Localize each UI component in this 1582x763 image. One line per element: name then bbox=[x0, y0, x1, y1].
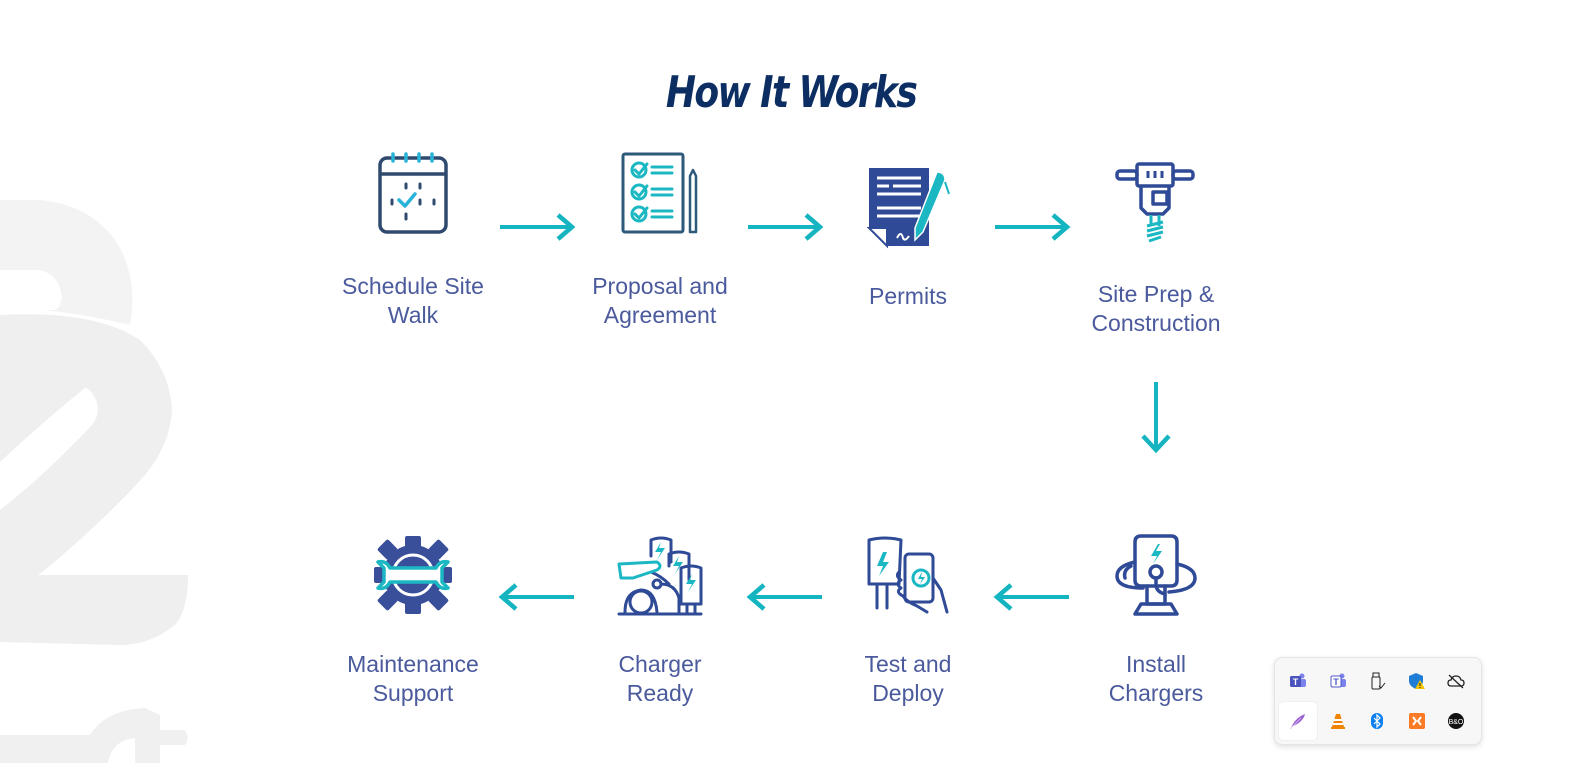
charger-install-icon bbox=[1115, 534, 1197, 616]
bluetooth-icon bbox=[1371, 713, 1383, 729]
jackhammer-icon bbox=[1115, 162, 1195, 243]
bang-olufsen-icon: B&O bbox=[1448, 713, 1464, 729]
arrow-right-icon bbox=[995, 213, 1071, 241]
step-schedule-site-walk: Schedule Site Walk bbox=[313, 150, 513, 330]
arrow-right-icon bbox=[748, 213, 824, 241]
calendar-check-icon bbox=[378, 152, 448, 234]
step-label-line2: Construction bbox=[1091, 310, 1221, 336]
checklist-icon bbox=[621, 152, 698, 234]
vlc-icon bbox=[1330, 714, 1345, 729]
arrow-right-icon bbox=[500, 213, 576, 241]
step-proposal-agreement: Proposal and Agreement bbox=[560, 150, 760, 330]
tray-item-feather[interactable] bbox=[1279, 702, 1317, 740]
tray-item-xampp[interactable] bbox=[1398, 702, 1436, 740]
tray-item-usb[interactable] bbox=[1358, 662, 1396, 700]
step-permits: Permits bbox=[808, 164, 1008, 311]
step-site-prep-construction: Site Prep & Construction bbox=[1056, 158, 1256, 338]
ev-charging-station-icon bbox=[617, 536, 703, 616]
step-label-line2: Walk bbox=[387, 302, 439, 328]
step-label-line1: Charger bbox=[618, 651, 702, 677]
step-label-line1: Maintenance bbox=[347, 651, 479, 677]
step-label-line2: Ready bbox=[626, 680, 694, 706]
arrow-down-icon bbox=[1141, 382, 1171, 454]
onedrive-offline-icon bbox=[1447, 674, 1465, 689]
tray-item-vlc[interactable] bbox=[1319, 702, 1357, 740]
step-install-chargers: Install Chargers bbox=[1056, 532, 1256, 708]
page-title: How It Works bbox=[665, 67, 918, 119]
step-maintenance-support: Maintenance Support bbox=[313, 532, 513, 708]
feather-pen-icon bbox=[1289, 714, 1305, 730]
step-label-line1: Proposal and bbox=[592, 273, 728, 299]
arrow-left-icon bbox=[746, 583, 822, 611]
tray-item-teams[interactable]: T bbox=[1279, 662, 1317, 700]
system-tray-overflow: T T B&O bbox=[1274, 657, 1482, 745]
background-watermark bbox=[0, 200, 188, 763]
arrow-left-icon bbox=[498, 583, 574, 611]
tray-item-bluetooth[interactable] bbox=[1358, 702, 1396, 740]
tray-item-teams-classic[interactable]: T bbox=[1319, 662, 1357, 700]
gear-wrench-icon bbox=[374, 536, 452, 614]
tray-item-onedrive[interactable] bbox=[1437, 662, 1475, 700]
microsoft-teams-classic-icon: T bbox=[1330, 673, 1346, 688]
tray-item-security[interactable] bbox=[1398, 662, 1436, 700]
step-charger-ready: Charger Ready bbox=[560, 532, 760, 708]
step-label-line2: Support bbox=[372, 680, 454, 706]
arrow-left-icon bbox=[993, 583, 1069, 611]
step-label-line1: Install bbox=[1125, 651, 1187, 677]
step-label-line2: Deploy bbox=[872, 680, 944, 706]
usb-drive-icon bbox=[1371, 672, 1386, 690]
step-label-line1: Site Prep & bbox=[1097, 281, 1215, 307]
phone-charger-icon bbox=[867, 536, 949, 614]
svg-text:B&O: B&O bbox=[1449, 719, 1464, 726]
microsoft-teams-icon: T bbox=[1290, 673, 1306, 687]
xampp-icon bbox=[1408, 713, 1425, 729]
tray-item-bang-olufsen[interactable]: B&O bbox=[1437, 702, 1475, 740]
step-label-line1: Test and bbox=[864, 651, 952, 677]
step-label-line1: Schedule Site bbox=[342, 273, 484, 299]
windows-security-warning-icon bbox=[1408, 673, 1425, 689]
step-label-line2: Agreement bbox=[603, 302, 717, 328]
signed-document-icon bbox=[866, 168, 950, 249]
step-label-line1: Permits bbox=[869, 283, 947, 309]
svg-text:T: T bbox=[1293, 677, 1299, 687]
step-test-deploy: Test and Deploy bbox=[808, 532, 1008, 708]
step-label-line2: Chargers bbox=[1108, 680, 1204, 706]
svg-text:T: T bbox=[1333, 677, 1339, 687]
